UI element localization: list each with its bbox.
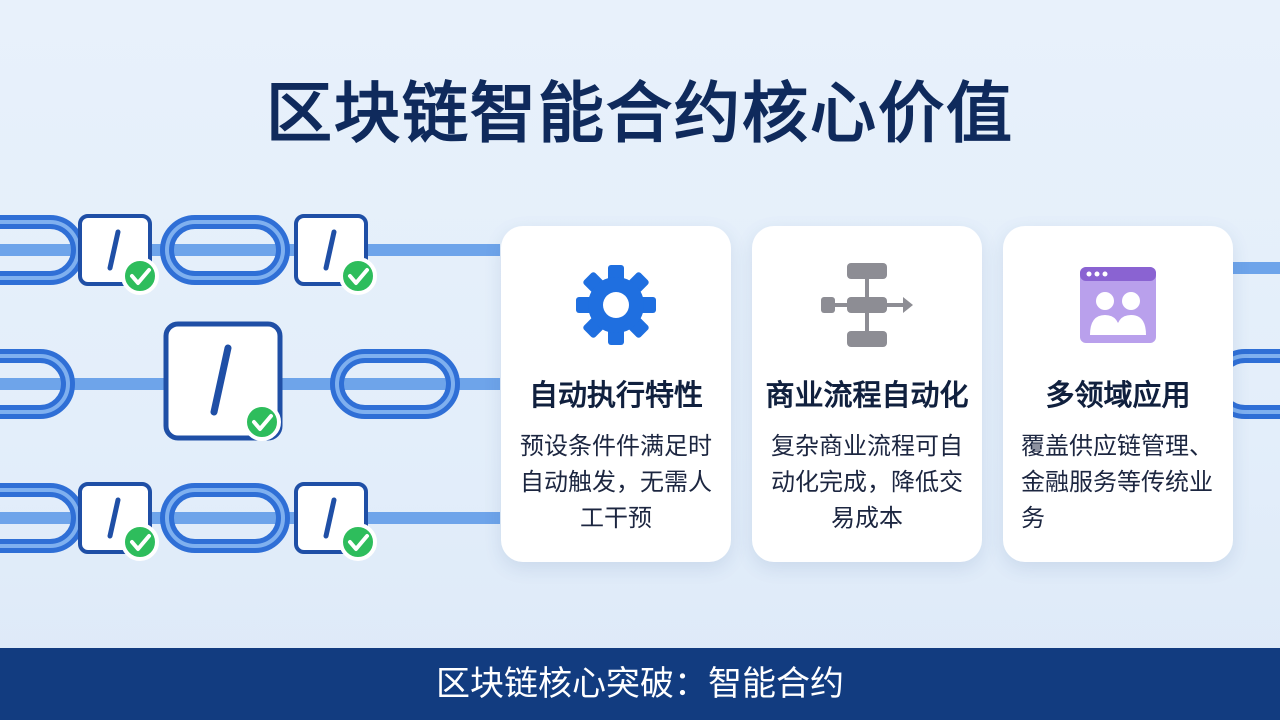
card-description: 覆盖供应链管理、金融服务等传统业务	[1021, 432, 1213, 532]
people-window-icon	[1003, 260, 1233, 350]
card-title: 商业流程自动化	[765, 378, 969, 412]
chain-row-top	[0, 214, 500, 295]
footer-caption: 区块链核心突破：智能合约	[436, 664, 844, 704]
chain-row-bottom	[0, 482, 500, 561]
feature-card-auto-execution: 自动执行特性 预设条件件满足时自动触发，无需人工干预	[501, 226, 731, 562]
feature-card-multi-domain: 多领域应用 覆盖供应链管理、金融服务等传统业务	[1003, 226, 1233, 562]
page-title: 区块链智能合约核心价值	[266, 75, 1014, 152]
flowchart-icon	[752, 260, 982, 350]
footer-bar: 区块链核心突破：智能合约	[0, 648, 1280, 720]
chain-row-middle	[0, 321, 1280, 441]
card-description: 预设条件件满足时自动触发，无需人工干预	[520, 432, 712, 532]
card-title: 自动执行特性	[528, 378, 703, 412]
blockchain-illustration	[0, 214, 1280, 561]
card-description: 复杂商业流程可自动化完成，降低交易成本	[771, 432, 963, 532]
card-title: 多领域应用	[1045, 378, 1191, 412]
feature-card-process-automation: 商业流程自动化 复杂商业流程可自动化完成，降低交易成本	[752, 226, 982, 562]
gear-icon	[501, 260, 731, 350]
